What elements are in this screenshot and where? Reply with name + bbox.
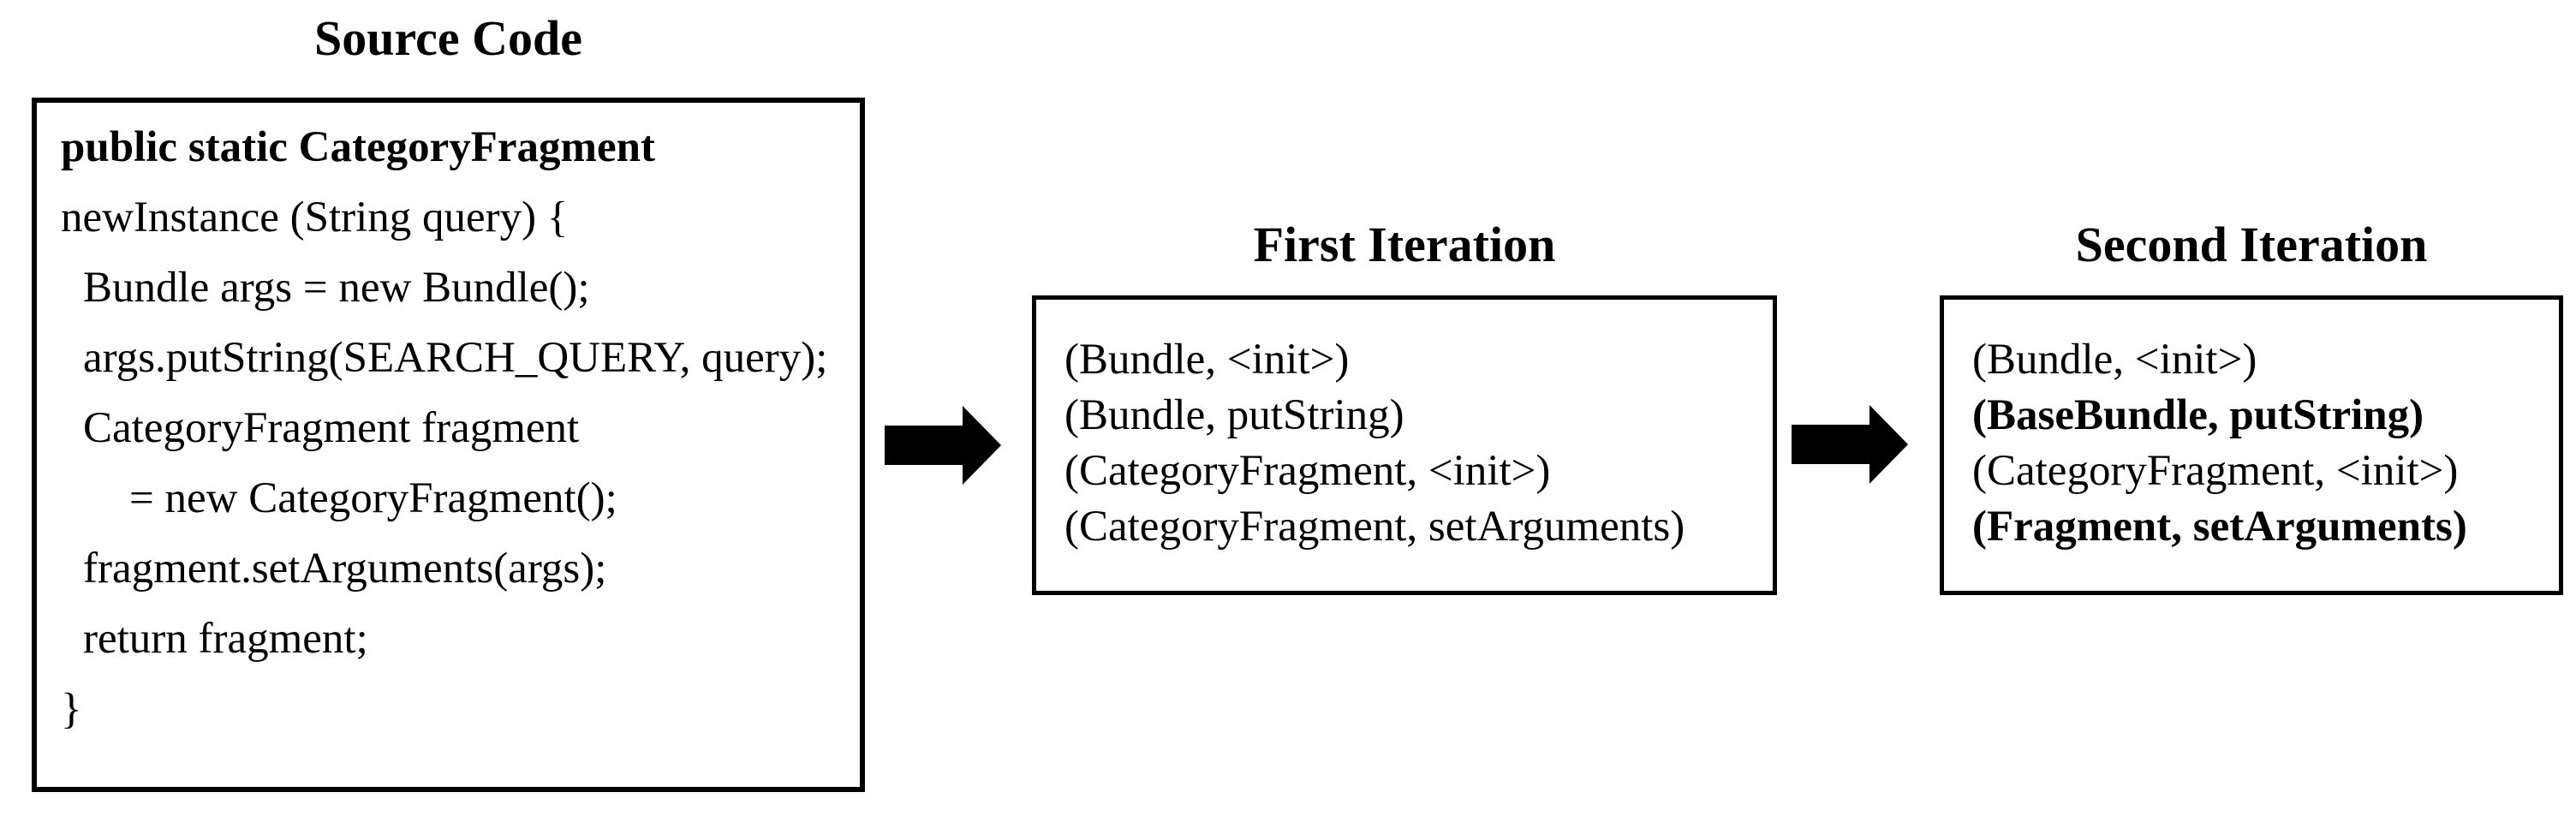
tuple-line: (BaseBundle, putString) [1972,391,2424,439]
flow-arrow-first-to-second [1792,405,1908,484]
tuple-line: (CategoryFragment, <init>) [1972,447,2459,495]
first-iteration-box: (Bundle, <init>) (Bundle, putString) (Ca… [1032,295,1777,595]
code-line: CategoryFragment fragment [83,404,580,452]
code-line: newInstance (String query) { [61,194,569,241]
source-code-title: Source Code [313,10,583,66]
tuple-line: (Bundle, <init>) [1972,336,2257,384]
tuple-line: (CategoryFragment, setArguments) [1064,503,1685,551]
right-arrow-icon [1792,405,1908,484]
tuple-line: (CategoryFragment, <init>) [1064,447,1551,495]
tuple-line: (Fragment, setArguments) [1972,503,2467,551]
code-line: = new CategoryFragment(); [129,474,617,522]
flow-arrow-source-to-first [885,406,1001,485]
code-line: return fragment; [83,615,368,663]
right-arrow-icon [885,406,1001,485]
code-line: args.putString(SEARCH_QUERY, query); [83,334,828,382]
code-line: } [61,685,82,733]
tuple-line: (Bundle, <init>) [1064,336,1350,384]
second-iteration-box: (Bundle, <init>) (BaseBundle, putString)… [1940,295,2563,595]
first-iteration-title: First Iteration [1253,217,1556,272]
code-line: Bundle args = new Bundle(); [83,264,590,312]
code-line: public static CategoryFragment [61,123,656,171]
code-line: fragment.setArguments(args); [83,545,607,593]
tuple-line: (Bundle, putString) [1064,391,1404,439]
source-code-box: public static CategoryFragment newInstan… [32,98,865,792]
second-iteration-title: Second Iteration [2075,217,2428,272]
